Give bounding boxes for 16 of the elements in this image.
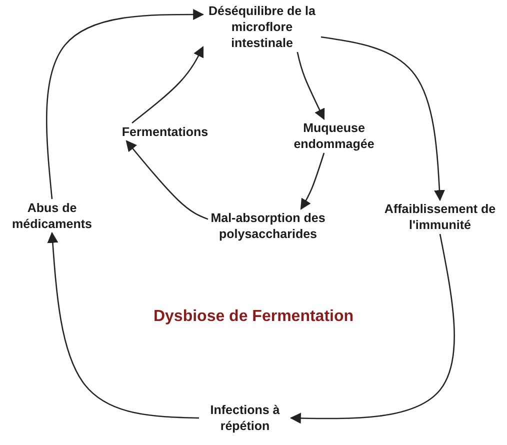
cycle-step-label: Affaiblissement de l'immunité — [379, 200, 501, 234]
curved-arrow — [126, 140, 208, 220]
cycle-step-label: Abus de médicaments — [4, 199, 100, 233]
cycle-step-label: Infections à répétion — [199, 401, 291, 435]
curved-arrow — [290, 234, 455, 424]
curved-arrow — [46, 9, 204, 200]
cycle-step-label: Fermentations — [110, 123, 220, 141]
cycle-step-label: Mal-absorption des polysaccharides — [193, 209, 343, 243]
curved-arrow — [47, 232, 200, 419]
curved-arrow — [320, 36, 445, 202]
curved-arrow — [300, 152, 325, 210]
diagram-title: Dysbiose de Fermentation — [152, 308, 355, 326]
cycle-step-label: Muqueuse endommagée — [284, 119, 384, 153]
cycle-step-label: Déséquilibre de la microflore intestinale — [203, 2, 321, 52]
curved-arrow — [296, 52, 325, 120]
curved-arrow — [132, 46, 204, 124]
